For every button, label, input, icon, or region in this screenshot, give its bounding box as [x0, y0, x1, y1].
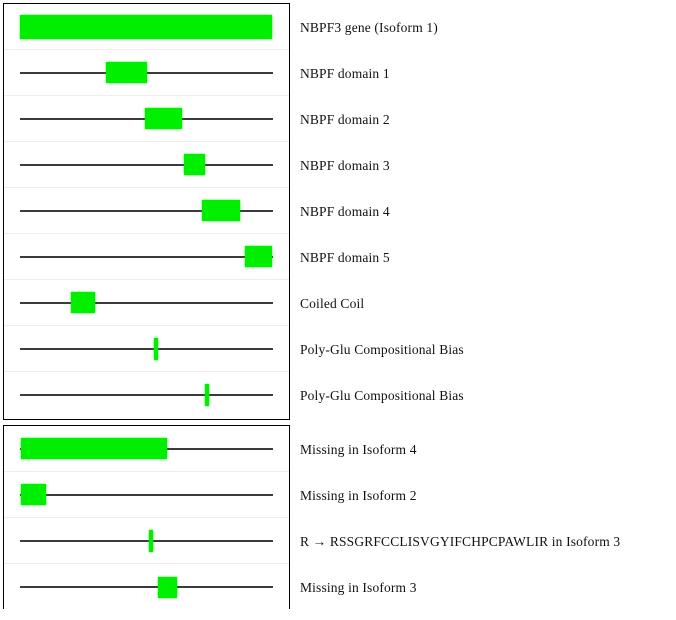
- row-missing-isoform-2-label: Missing in Isoform 2: [300, 487, 417, 503]
- feature-block[interactable]: [201, 200, 240, 221]
- row-missing-isoform-4-label: Missing in Isoform 4: [300, 441, 417, 457]
- row-nbpf-domain-1-label: NBPF domain 1: [300, 65, 390, 81]
- feature-track-line: [20, 347, 273, 350]
- feature-track-line: [20, 209, 273, 212]
- row-nbpf-domain-1[interactable]: [4, 50, 289, 96]
- feature-block[interactable]: [183, 154, 205, 175]
- feature-block[interactable]: [144, 108, 182, 129]
- row-nbpf-domain-5-label: NBPF domain 5: [300, 249, 390, 265]
- row-missing-isoform-2[interactable]: [4, 472, 289, 518]
- feature-track-line: [20, 539, 273, 542]
- row-missing-isoform-3-label: Missing in Isoform 3: [300, 579, 417, 595]
- row-missing-isoform-3[interactable]: [4, 564, 289, 610]
- row-nbpf3-gene-isoform-1[interactable]: [4, 4, 289, 50]
- feature-track-line: [20, 301, 273, 304]
- row-nbpf-domain-4[interactable]: [4, 188, 289, 234]
- feature-block[interactable]: [158, 576, 177, 598]
- feature-track-line: [20, 394, 273, 396]
- row-nbpf-domain-2-label: NBPF domain 2: [300, 111, 390, 127]
- row-nbpf-domain-2[interactable]: [4, 96, 289, 142]
- row-nbpf-domain-5[interactable]: [4, 234, 289, 280]
- row-poly-glu-bias-1[interactable]: [4, 326, 289, 372]
- row-poly-glu-bias-2-label: Poly-Glu Compositional Bias: [300, 387, 464, 403]
- feature-block[interactable]: [244, 246, 272, 267]
- feature-block[interactable]: [105, 62, 147, 83]
- feature-track-line: [20, 493, 273, 496]
- row-variant-isoform-3-label: R → RSSGRFCCLISVGYIFCHPCPAWLIR in Isofor…: [300, 533, 621, 549]
- feature-track-line: [20, 163, 273, 166]
- row-nbpf-domain-3-label: NBPF domain 3: [300, 157, 390, 173]
- feature-tick-marker[interactable]: [154, 337, 158, 360]
- row-variant-isoform-3[interactable]: [4, 518, 289, 564]
- feature-block[interactable]: [70, 292, 96, 313]
- canonical-feature-panel: [3, 3, 290, 420]
- row-poly-glu-bias-1-label: Poly-Glu Compositional Bias: [300, 341, 464, 357]
- feature-block[interactable]: [21, 484, 46, 505]
- feature-tick-marker[interactable]: [148, 529, 153, 552]
- feature-block[interactable]: [20, 14, 272, 39]
- feature-tick-marker[interactable]: [204, 384, 209, 406]
- row-missing-isoform-4[interactable]: [4, 426, 289, 472]
- feature-track-line: [20, 586, 273, 588]
- row-nbpf-domain-3[interactable]: [4, 142, 289, 188]
- row-coiled-coil[interactable]: [4, 280, 289, 326]
- feature-track-line: [20, 255, 273, 258]
- row-coiled-coil-label: Coiled Coil: [300, 295, 365, 311]
- row-nbpf-domain-4-label: NBPF domain 4: [300, 203, 390, 219]
- feature-label-column: NBPF3 gene (Isoform 1) NBPF domain 1 NBPF …: [297, 0, 676, 620]
- feature-block[interactable]: [21, 438, 167, 459]
- isoform-difference-panel: [3, 425, 290, 610]
- row-nbpf3-gene-isoform-1-label: NBPF3 gene (Isoform 1): [300, 19, 438, 35]
- row-poly-glu-bias-2[interactable]: [4, 372, 289, 418]
